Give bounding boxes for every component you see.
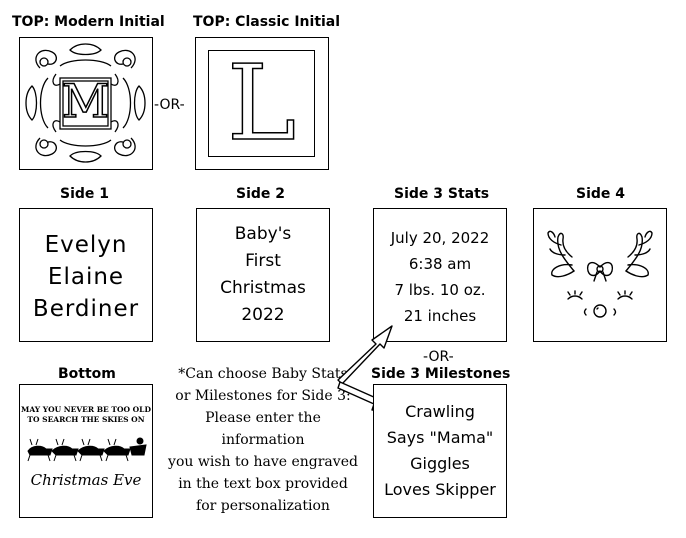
side4-panel	[533, 208, 667, 342]
side2-panel: Baby's First Christmas 2022	[196, 208, 330, 342]
side3-milestones-line: Giggles	[410, 454, 470, 473]
header-top-modern: TOP: Modern Initial	[12, 14, 165, 30]
header-top-classic: TOP: Classic Initial	[193, 14, 341, 30]
side3-stats-line: 21 inches	[403, 307, 477, 325]
bottom-panel: MAY YOU NEVER BE TOO OLD TO SEARCH THE S…	[19, 384, 153, 518]
side2-line: First	[245, 251, 281, 271]
side1-line: Berdiner	[32, 296, 140, 322]
side2-text: Baby's First Christmas 2022	[197, 221, 329, 329]
header-side2: Side 2	[236, 186, 286, 202]
modern-initial-letter: M	[61, 73, 110, 129]
header-side4: Side 4	[576, 186, 626, 202]
note-line: or Milestones for Side 3:	[175, 388, 351, 404]
or-label-top: -OR-	[154, 97, 185, 113]
side3-stats-line: July 20, 2022	[390, 229, 490, 247]
bottom-script: Christmas Eve	[30, 471, 142, 489]
side3-stats-panel: July 20, 2022 6:38 am 7 lbs. 10 oz. 21 i…	[373, 208, 507, 342]
side1-line: Elaine	[47, 264, 125, 290]
or-label-side3: -OR-	[423, 349, 454, 365]
side1-panel: Evelyn Elaine Berdiner	[19, 208, 153, 342]
header-bottom: Bottom	[58, 366, 116, 382]
side1-line: Evelyn	[44, 232, 128, 258]
side3-milestones-panel: Crawling Says "Mama" Giggles Loves Skipp…	[373, 384, 507, 518]
bottom-line2: TO SEARCH THE SKIES ON	[27, 415, 145, 424]
classic-initial-letter: L	[226, 42, 297, 164]
modern-initial-panel: M	[19, 37, 153, 170]
header-side3-stats: Side 3 Stats	[394, 186, 490, 202]
side2-line: Baby's	[234, 224, 292, 244]
side3-milestones-line: Says "Mama"	[386, 428, 494, 447]
note-line: in the text box provided	[178, 476, 348, 492]
classic-inner-frame	[208, 50, 315, 157]
reindeer-sleigh-icon	[27, 437, 147, 462]
note-line: Please enter the information	[205, 410, 321, 448]
reindeer-face-icon	[547, 230, 653, 318]
classic-initial-panel: L	[195, 37, 329, 170]
note-line: you wish to have engraved	[168, 454, 358, 470]
header-side1: Side 1	[60, 186, 110, 202]
bottom-line1: MAY YOU NEVER BE TOO OLD	[21, 405, 151, 414]
side2-line: 2022	[241, 305, 285, 325]
side3-stats-line: 6:38 am	[408, 255, 472, 273]
side3-stats-line: 7 lbs. 10 oz.	[394, 281, 486, 299]
note-line: *Can choose Baby Stats	[178, 366, 348, 382]
side3-milestones-line: Loves Skipper	[384, 480, 496, 499]
side3-milestones-line: Crawling	[405, 402, 475, 421]
side3-stats-text: July 20, 2022 6:38 am 7 lbs. 10 oz. 21 i…	[374, 225, 506, 329]
note-line: for personalization	[196, 498, 330, 514]
side2-line: Christmas	[220, 278, 306, 298]
personalization-note: *Can choose Baby Stats or Milestones for…	[168, 363, 358, 517]
header-side3-milestones: Side 3 Milestones	[371, 366, 511, 382]
side3-milestones-text: Crawling Says "Mama" Giggles Loves Skipp…	[374, 399, 506, 503]
ornamental-frame-icon	[25, 43, 146, 163]
side1-text: Evelyn Elaine Berdiner	[20, 229, 152, 325]
